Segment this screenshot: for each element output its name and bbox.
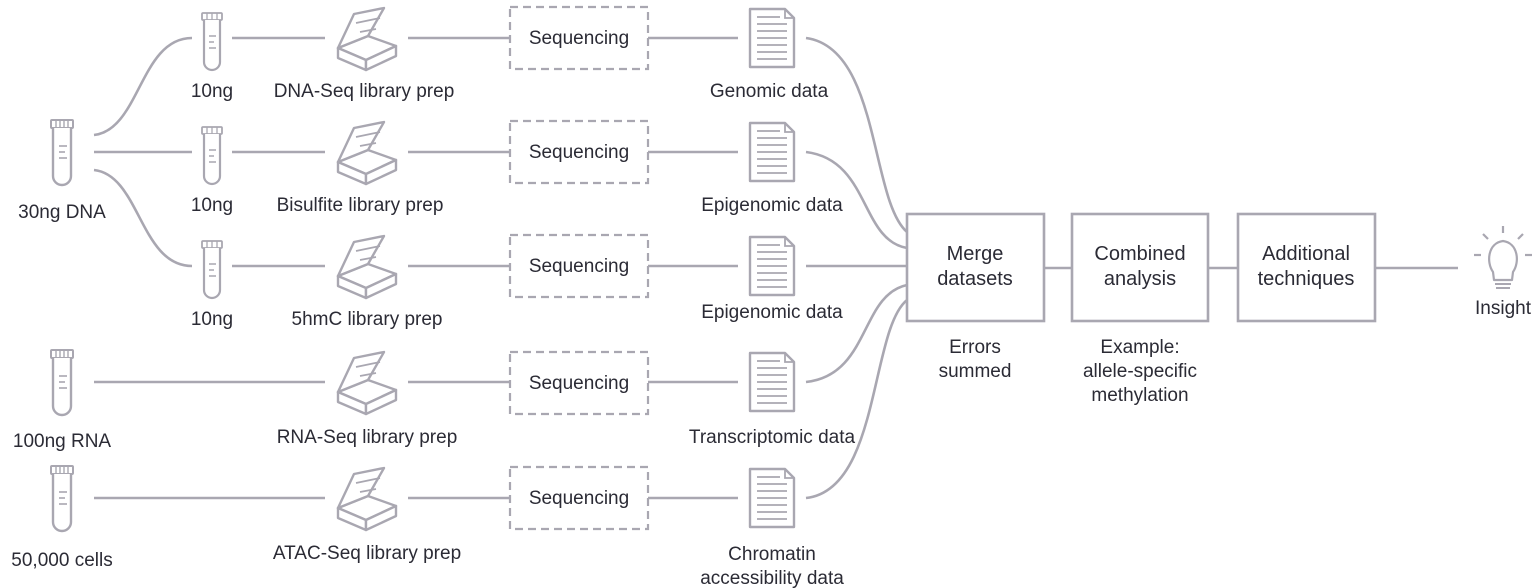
- data-output-label: Transcriptomic data: [689, 427, 856, 448]
- sequencing-step: Sequencing: [508, 350, 650, 416]
- sequencing-label: Sequencing: [529, 28, 629, 49]
- data-output-label: Chromatin: [728, 544, 816, 565]
- merge-note-line2: summed: [939, 361, 1012, 382]
- test-tube-icon: [49, 348, 75, 417]
- combined-title-line1: Combined: [1094, 243, 1185, 265]
- test-tube-icon: [200, 239, 224, 300]
- additional-techniques-box: Additional techniques: [1236, 212, 1377, 323]
- test-tube-icon: [200, 11, 224, 72]
- additional-title-line2: techniques: [1258, 268, 1355, 290]
- sequencing-label: Sequencing: [529, 256, 629, 277]
- test-tube-icon: [200, 125, 224, 186]
- merge-note-line1: Errors: [949, 337, 1001, 358]
- sequencing-label: Sequencing: [529, 488, 629, 509]
- library-prep-box-icon: [336, 234, 398, 300]
- combined-note-line2: allele-specific: [1083, 361, 1197, 382]
- source-label-dna: 30ng DNA: [18, 202, 106, 223]
- library-prep-box-icon: [336, 466, 398, 532]
- sequencing-label: Sequencing: [529, 142, 629, 163]
- library-prep-label: RNA-Seq library prep: [277, 427, 458, 448]
- data-output-label: Genomic data: [710, 81, 829, 102]
- data-output-label: Epigenomic data: [701, 195, 843, 216]
- library-prep-label: 5hmC library prep: [292, 309, 443, 330]
- aliquot-label: 10ng: [191, 81, 233, 102]
- source-label-rna: 100ng RNA: [13, 431, 112, 452]
- combined-analysis-box: Combined analysis: [1070, 212, 1210, 323]
- library-prep-box-icon: [336, 120, 398, 186]
- data-document-icon: [748, 121, 796, 183]
- data-document-icon: [748, 235, 796, 297]
- data-document-icon: [748, 467, 796, 529]
- library-prep-box-icon: [336, 350, 398, 416]
- data-output-label: Epigenomic data: [701, 302, 843, 323]
- aliquot-label: 10ng: [191, 309, 233, 330]
- merge-datasets-box: Merge datasets: [905, 212, 1046, 323]
- data-document-icon: [748, 7, 796, 69]
- merge-title-line1: Merge: [947, 243, 1004, 265]
- combined-title-line2: analysis: [1104, 268, 1176, 290]
- library-prep-label: Bisulfite library prep: [277, 195, 444, 216]
- data-document-icon: [748, 351, 796, 413]
- sequencing-step: Sequencing: [508, 5, 650, 71]
- insight-label: Insight: [1475, 298, 1532, 319]
- data-output-label-line2: accessibility data: [700, 568, 844, 588]
- sequencing-step: Sequencing: [508, 465, 650, 531]
- aliquot-label: 10ng: [191, 195, 233, 216]
- connector-lines: [93, 36, 1458, 500]
- test-tube-icon: [49, 464, 75, 533]
- additional-title-line1: Additional: [1262, 243, 1350, 265]
- combined-note-line1: Example:: [1100, 337, 1179, 358]
- library-prep-box-icon: [336, 6, 398, 72]
- library-prep-label: DNA-Seq library prep: [274, 81, 455, 102]
- sequencing-step: Sequencing: [508, 233, 650, 299]
- combined-note-line3: methylation: [1091, 385, 1188, 406]
- lightbulb-icon: [1474, 226, 1532, 289]
- library-prep-label: ATAC-Seq library prep: [273, 543, 461, 564]
- source-label-cells: 50,000 cells: [11, 550, 112, 571]
- sequencing-label: Sequencing: [529, 373, 629, 394]
- sequencing-step: Sequencing: [508, 119, 650, 185]
- test-tube-icon: [49, 118, 75, 187]
- merge-title-line2: datasets: [937, 268, 1013, 290]
